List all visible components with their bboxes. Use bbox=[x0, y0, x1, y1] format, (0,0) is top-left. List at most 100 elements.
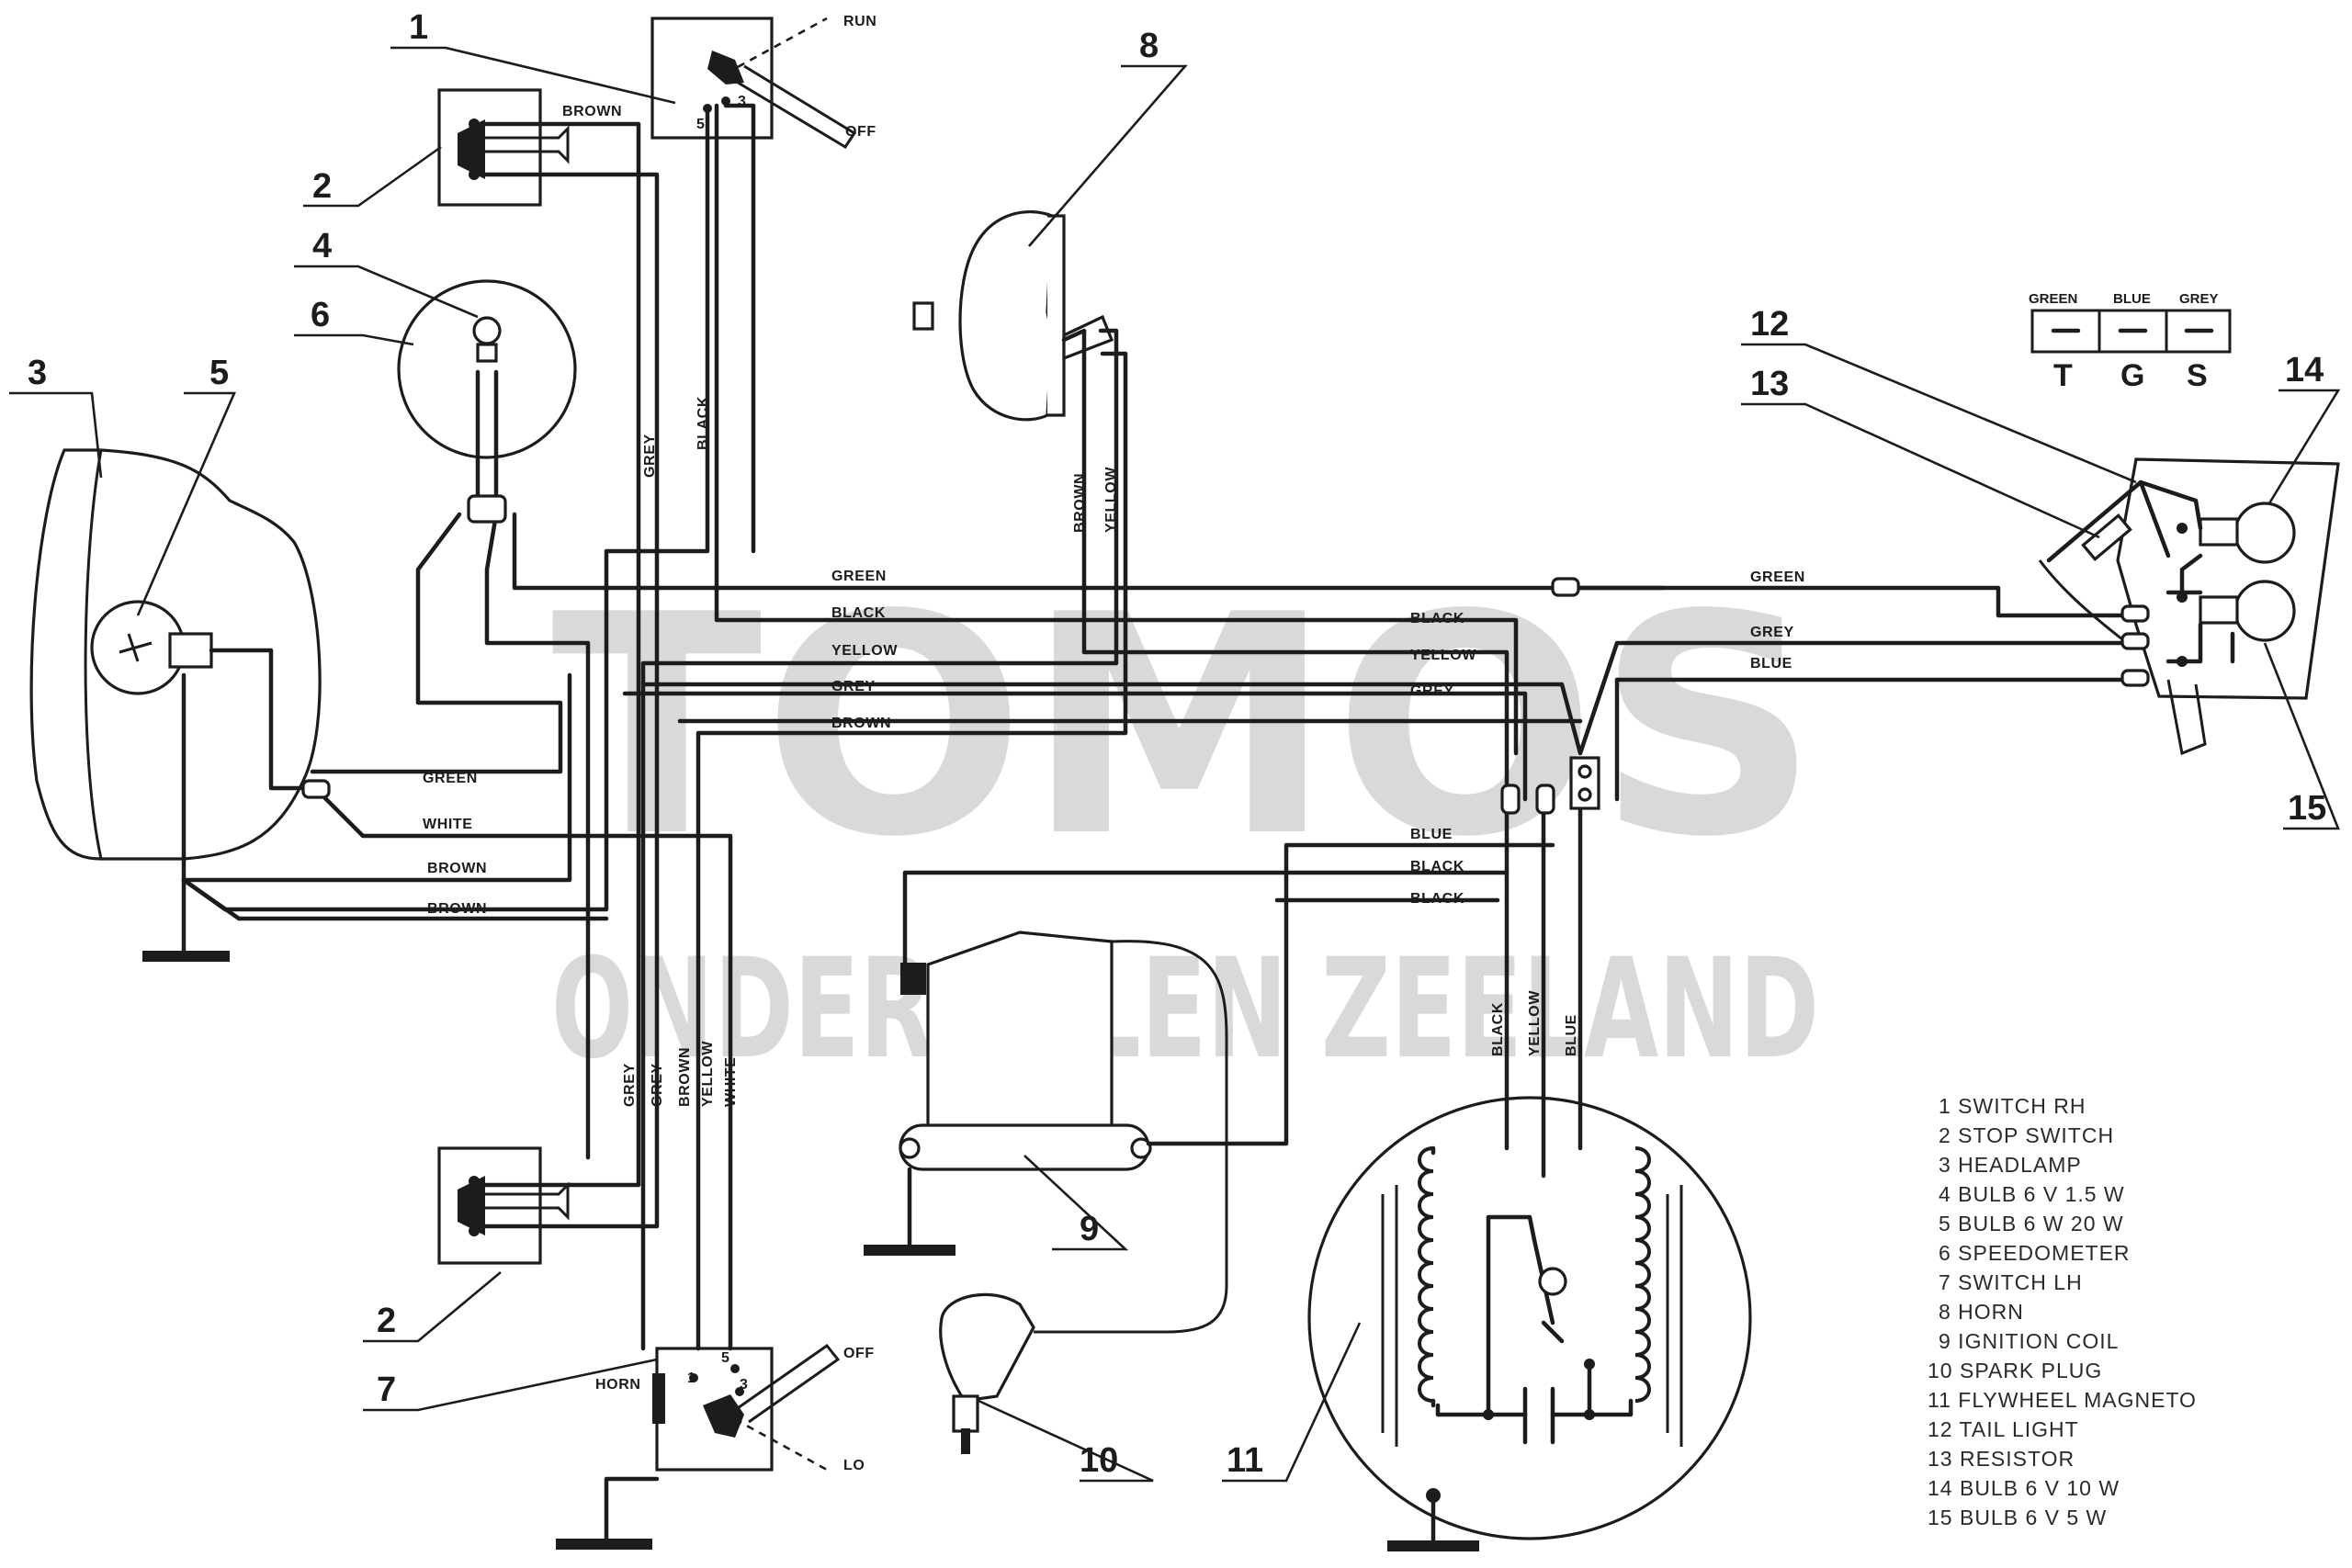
wire-label-brown-left-1: BROWN bbox=[427, 861, 487, 876]
wire-label-green-mid: GREEN bbox=[831, 569, 887, 584]
wire-label-low-grey-2: GREY bbox=[650, 1063, 665, 1107]
wire-label-black-vertical: BLACK bbox=[695, 396, 711, 450]
wire-label-brown-left-2: BROWN bbox=[427, 901, 487, 917]
legend-item-6: 6 SPEEDOMETER bbox=[1939, 1241, 2131, 1265]
wire-label-grey-vertical: GREY bbox=[642, 434, 658, 478]
headlamp-bulb bbox=[90, 600, 213, 695]
switch-lh-lo: LO bbox=[843, 1458, 865, 1473]
switch-lh-term3: 3 bbox=[740, 1377, 749, 1393]
legend-item-3: 3 HEADLAMP bbox=[1939, 1153, 2082, 1177]
wire-label-yellow-horn: YELLOW bbox=[1103, 467, 1119, 533]
wire-label-grey-mid: GREY bbox=[831, 679, 876, 694]
wire-label-yellow-mid: YELLOW bbox=[831, 643, 898, 659]
switch-rh-off: OFF bbox=[845, 124, 876, 140]
switch-lh-term5: 5 bbox=[721, 1350, 730, 1366]
wire-label-black-low-1: BLACK bbox=[1410, 859, 1464, 874]
callout-2-bottom: 2 bbox=[377, 1302, 396, 1340]
switch-rh-term5: 5 bbox=[696, 117, 706, 132]
speedometer-bulb bbox=[472, 316, 502, 363]
wire-labels: BROWN GREY BLACK BROWN YELLOW GREEN BLAC… bbox=[423, 104, 1805, 1107]
callout-14: 14 bbox=[2285, 351, 2324, 389]
switch-lh-term1: 1 bbox=[687, 1371, 696, 1386]
legend-item-9: 9 IGNITION COIL bbox=[1939, 1329, 2119, 1353]
wire-label-magneto-black: BLACK bbox=[1490, 1002, 1506, 1056]
callout-10: 10 bbox=[1080, 1441, 1118, 1480]
legend-item-5: 5 BULB 6 W 20 W bbox=[1939, 1212, 2124, 1235]
bulb-14 bbox=[2199, 502, 2296, 564]
callout-2-top: 2 bbox=[312, 167, 332, 206]
connector-header-grey: GREY bbox=[2179, 291, 2219, 307]
wire-label-brown-horn: BROWN bbox=[1072, 473, 1088, 533]
legend-item-10: 10 SPARK PLUG bbox=[1928, 1359, 2102, 1382]
wire-label-black-right: BLACK bbox=[1410, 611, 1464, 626]
callout-1: 1 bbox=[409, 8, 428, 47]
callout-4: 4 bbox=[312, 227, 332, 265]
stop-switch-bottom bbox=[437, 1146, 570, 1265]
legend-item-12: 12 TAIL LIGHT bbox=[1928, 1417, 2079, 1441]
callout-3: 3 bbox=[28, 354, 47, 392]
wire-label-green-far: GREEN bbox=[1750, 570, 1805, 585]
switch-lh: 5 1 3 HORN OFF LO bbox=[595, 1343, 875, 1473]
switch-lh-off: OFF bbox=[843, 1346, 875, 1361]
legend-item-1: 1 SWITCH RH bbox=[1939, 1094, 2086, 1118]
horn bbox=[912, 209, 1114, 422]
callouts: 1 2 3 4 5 6 2 7 8 9 10 11 12 13 14 15 bbox=[9, 8, 2341, 1483]
wire-label-grey-far: GREY bbox=[1750, 625, 1794, 640]
legend-item-15: 15 BULB 6 V 5 W bbox=[1928, 1506, 2107, 1529]
wire-label-brown-top: BROWN bbox=[562, 104, 622, 119]
wire-label-black-low-2: BLACK bbox=[1410, 891, 1464, 907]
connector-letter-t: T bbox=[2053, 358, 2073, 393]
connector-header-green: GREEN bbox=[2029, 291, 2077, 307]
watermark-line1: TOMOS bbox=[551, 550, 1819, 903]
ignition-coil bbox=[899, 931, 1152, 1171]
legend-item-11: 11 FLYWHEEL MAGNETO bbox=[1928, 1388, 2197, 1412]
ground-symbols bbox=[142, 877, 1479, 1551]
callout-5: 5 bbox=[209, 354, 229, 392]
flywheel-magneto bbox=[1307, 1096, 1752, 1540]
wire-label-magneto-blue: BLUE bbox=[1564, 1014, 1579, 1056]
legend-item-8: 8 HORN bbox=[1939, 1300, 2024, 1324]
connector-header-blue: BLUE bbox=[2113, 291, 2151, 307]
speedometer bbox=[397, 279, 577, 459]
callout-8: 8 bbox=[1139, 27, 1159, 65]
callout-13: 13 bbox=[1750, 365, 1789, 403]
wire-label-low-white: WHITE bbox=[723, 1056, 739, 1107]
spark-plug bbox=[939, 1292, 1035, 1454]
watermark-line2: ONDERDELEN ZEELAND bbox=[551, 930, 1819, 1089]
legend-item-7: 7 SWITCH LH bbox=[1939, 1270, 2083, 1294]
switch-rh-run: RUN bbox=[843, 14, 876, 29]
wire-label-magneto-yellow: YELLOW bbox=[1527, 990, 1543, 1056]
callout-6: 6 bbox=[311, 296, 330, 334]
callout-11: 11 bbox=[1227, 1441, 1263, 1480]
legend-item-13: 13 RESISTOR bbox=[1928, 1447, 2075, 1471]
wire-label-low-grey-1: GREY bbox=[622, 1063, 638, 1107]
wire-label-blue-low: BLUE bbox=[1410, 827, 1453, 842]
callout-15: 15 bbox=[2288, 789, 2326, 828]
parts-legend: 1 SWITCH RH 2 STOP SWITCH 3 HEADLAMP 4 B… bbox=[1928, 1094, 2197, 1529]
wire-label-grey-right: GREY bbox=[1410, 683, 1454, 699]
switch-lh-horn: HORN bbox=[595, 1377, 641, 1393]
connector-letter-s: S bbox=[2187, 358, 2208, 393]
wire-label-blue-far: BLUE bbox=[1750, 656, 1792, 671]
legend-item-14: 14 BULB 6 V 10 W bbox=[1928, 1476, 2120, 1500]
connector-letter-g: G bbox=[2120, 358, 2144, 393]
stop-switch-top bbox=[437, 88, 570, 207]
wire-label-brown-mid: BROWN bbox=[831, 716, 891, 731]
legend-item-2: 2 STOP SWITCH bbox=[1939, 1123, 2114, 1147]
wire-label-yellow-right: YELLOW bbox=[1410, 648, 1476, 663]
watermark: TOMOS ONDERDELEN ZEELAND bbox=[551, 550, 1819, 1089]
wire-label-black-mid: BLACK bbox=[831, 605, 886, 621]
wire-label-low-brown: BROWN bbox=[677, 1047, 693, 1107]
wiring-harness bbox=[181, 103, 2235, 1351]
bulb-15 bbox=[2199, 580, 2296, 642]
legend-item-4: 4 BULB 6 V 1.5 W bbox=[1939, 1182, 2125, 1206]
wire-label-low-yellow: YELLOW bbox=[700, 1041, 716, 1107]
switch-rh: 5 3 RUN OFF bbox=[650, 14, 876, 150]
wire-connectors bbox=[301, 494, 2150, 815]
switch-rh-term3: 3 bbox=[738, 94, 747, 109]
wire-label-white-left: WHITE bbox=[423, 817, 473, 832]
callout-12: 12 bbox=[1750, 305, 1789, 344]
callout-9: 9 bbox=[1080, 1210, 1099, 1248]
callout-7: 7 bbox=[377, 1371, 396, 1409]
